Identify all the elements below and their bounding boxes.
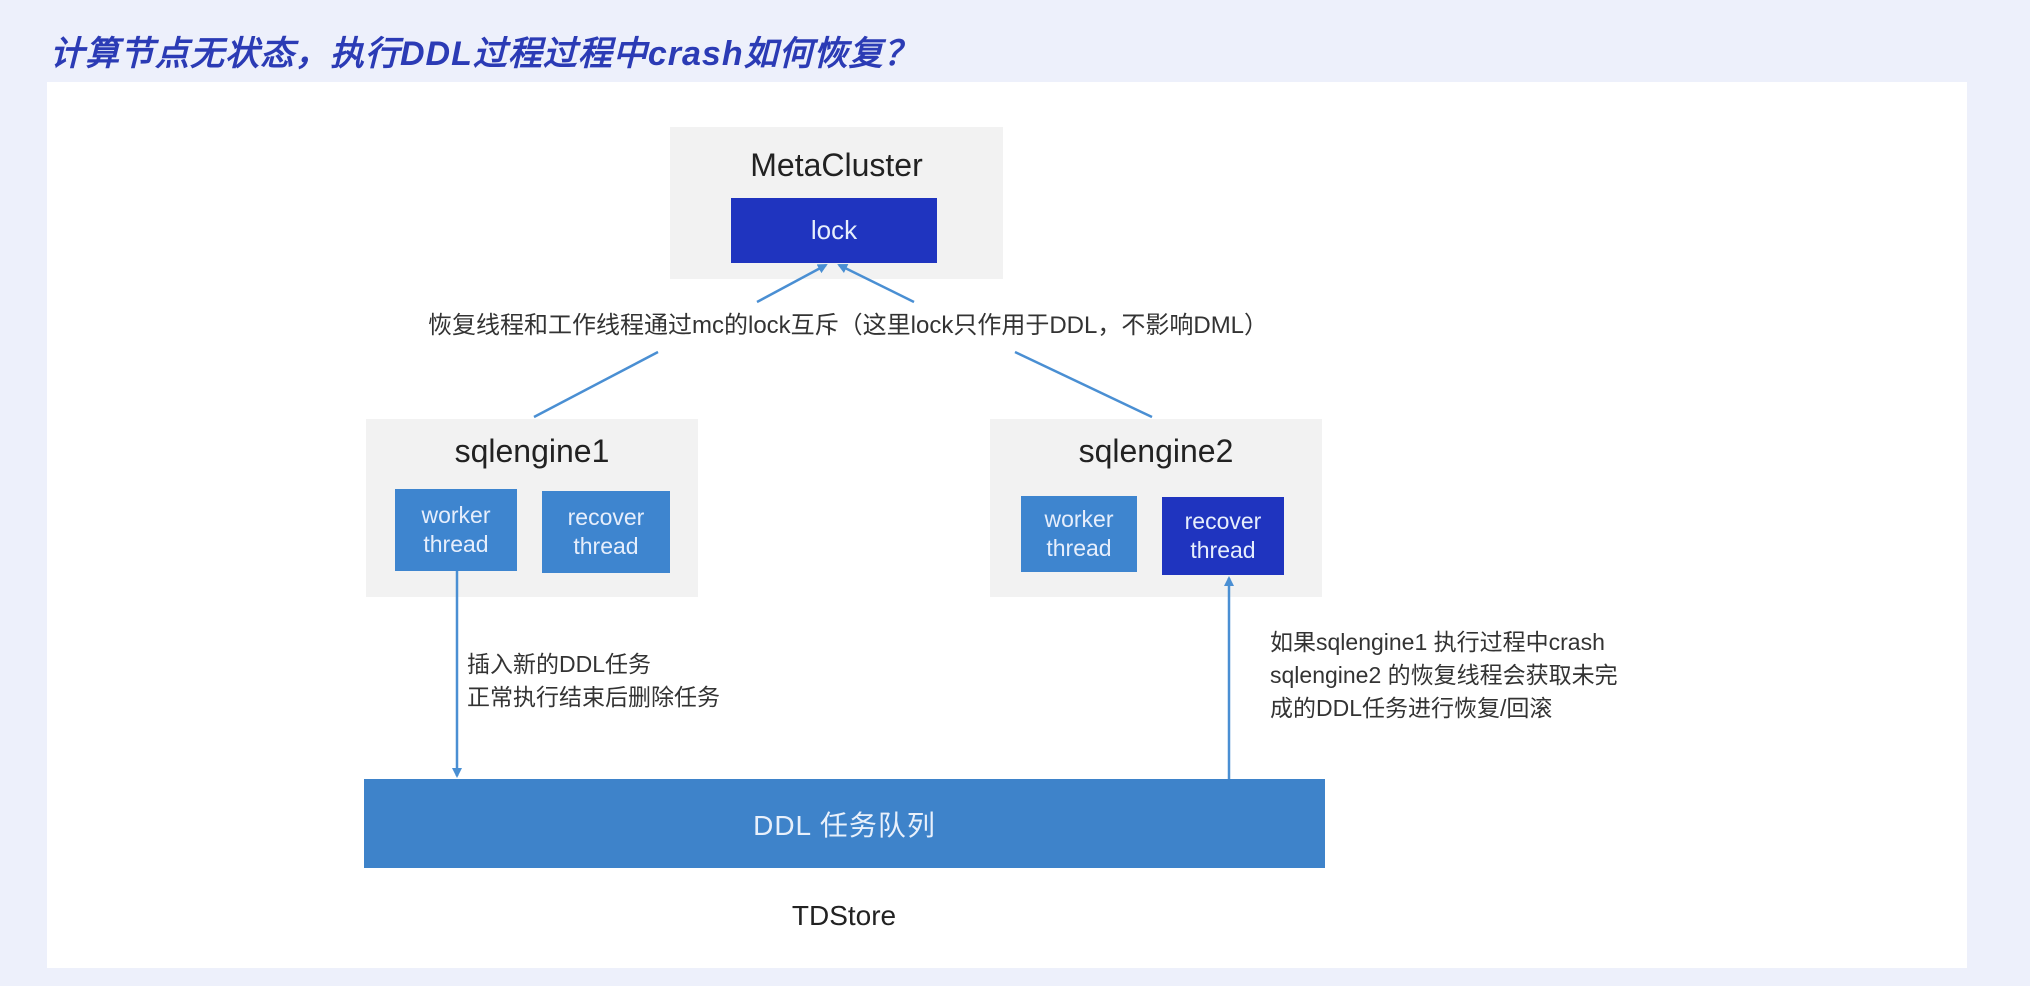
- right-note-line1: 如果sqlengine1 执行过程中crash: [1270, 629, 1605, 655]
- right-note: 如果sqlengine1 执行过程中crash sqlengine2 的恢复线程…: [1270, 626, 1618, 725]
- sqlengine1-label: sqlengine1: [454, 433, 610, 469]
- recover-line2: thread: [573, 533, 639, 559]
- recover-line2: thread: [1190, 537, 1256, 563]
- ddl-task-queue: DDL 任务队列: [364, 779, 1325, 868]
- sqlengine1-recover-thread: recover thread: [542, 491, 670, 573]
- metacluster-label: MetaCluster: [750, 147, 923, 183]
- sqlengine2-worker-thread: worker thread: [1021, 496, 1137, 572]
- worker-line1: worker: [1044, 506, 1114, 532]
- worker-line2: thread: [1046, 535, 1112, 561]
- recover-line1: recover: [1184, 508, 1262, 534]
- left-note: 插入新的DDL任务 正常执行结束后删除任务: [467, 648, 720, 714]
- right-note-line2: sqlengine2 的恢复线程会获取未完: [1270, 662, 1618, 688]
- sqlengine2-recover-thread: recover thread: [1162, 497, 1284, 575]
- left-note-line2: 正常执行结束后删除任务: [467, 684, 720, 710]
- worker-line2: thread: [423, 531, 489, 557]
- page-title: 计算节点无状态，执行DDL过程过程中crash如何恢复？: [50, 35, 919, 73]
- lock-block: lock: [731, 198, 937, 263]
- sqlengine1-worker-thread: worker thread: [395, 489, 517, 571]
- recover-line1: recover: [567, 504, 645, 530]
- worker-line1: worker: [421, 502, 491, 528]
- left-note-line1: 插入新的DDL任务: [467, 651, 652, 677]
- right-note-line3: 成的DDL任务进行恢复/回滚: [1270, 695, 1553, 721]
- mutex-note: 恢复线程和工作线程通过mc的lock互斥（这里lock只作用于DDL，不影响DM…: [428, 312, 1269, 339]
- sqlengine2-label: sqlengine2: [1078, 433, 1234, 469]
- tdstore-label: TDStore: [791, 900, 897, 931]
